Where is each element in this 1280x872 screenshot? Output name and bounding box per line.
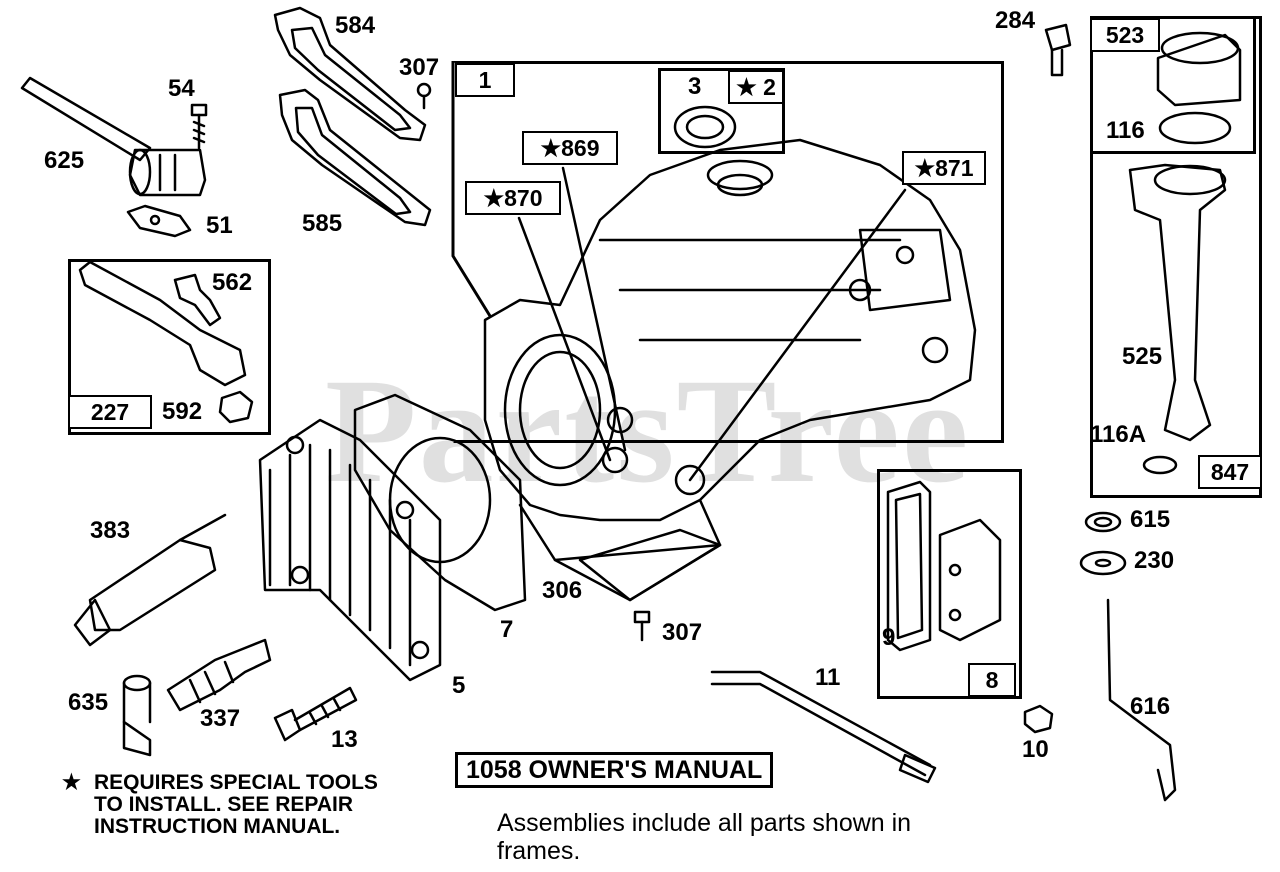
- callout-306: 306: [542, 577, 583, 604]
- frame-1: [453, 61, 1004, 443]
- plug-cover-383: [73, 513, 227, 647]
- nut-615: [1084, 511, 1122, 533]
- rod-11: [710, 670, 937, 784]
- assemblies-note-line-2: frames.: [497, 837, 581, 865]
- callout-307-top: 307: [399, 54, 440, 81]
- gasket-51: [126, 204, 192, 238]
- callout-562: 562: [212, 269, 253, 296]
- callout-584: 584: [335, 12, 376, 39]
- screw-307-top: [416, 82, 432, 110]
- callout-3: 3: [688, 73, 702, 100]
- note-line-1: REQUIRES SPECIAL TOOLS: [94, 771, 378, 794]
- note-line-3: INSTRUCTION MANUAL.: [94, 815, 341, 838]
- note-star: ★: [62, 771, 81, 794]
- link-616: [1106, 598, 1177, 802]
- callout-615: 615: [1130, 506, 1171, 533]
- callout-871: ★871: [902, 151, 986, 185]
- callout-284: 284: [995, 7, 1036, 34]
- gasket-585: [278, 88, 432, 227]
- plug-10: [1023, 704, 1054, 734]
- callout-11: 11: [815, 664, 841, 691]
- callout-5: 5: [452, 672, 466, 699]
- callout-592: 592: [162, 398, 203, 425]
- breather-9: [886, 480, 1002, 652]
- cylinder-block: [483, 138, 977, 602]
- callout-847: 847: [1198, 455, 1262, 489]
- callout-116a: 116A: [1090, 421, 1147, 448]
- callout-2: ★ 2: [728, 70, 784, 104]
- callout-307-bottom: 307: [662, 619, 703, 646]
- callout-383: 383: [90, 517, 131, 544]
- frame-2: [658, 68, 785, 154]
- callout-585: 585: [302, 210, 343, 237]
- fill-tube-525: [1128, 163, 1227, 442]
- oil-seal-3: [673, 105, 737, 149]
- screw-54: [190, 103, 208, 150]
- o-ring-116: [1158, 111, 1232, 145]
- frame-1-left-edge: [451, 61, 492, 317]
- dipstick-tube-625: [20, 76, 207, 197]
- screw-284: [1044, 23, 1072, 77]
- callout-635: 635: [68, 689, 109, 716]
- frame-227: [68, 259, 271, 435]
- head-gasket-7: [353, 393, 527, 612]
- callout-227: 227: [68, 395, 152, 429]
- spark-plug-337: [166, 638, 272, 712]
- callout-616: 616: [1130, 693, 1171, 720]
- owners-manual-label: 1058 OWNER'S MANUAL: [455, 752, 774, 788]
- callout-525: 525: [1122, 343, 1163, 370]
- callout-869: ★869: [522, 131, 618, 165]
- frame-523: [1090, 16, 1256, 154]
- callout-870: ★870: [465, 181, 561, 215]
- callout-337: 337: [200, 705, 241, 732]
- callout-51: 51: [206, 212, 233, 239]
- callout-116: 116: [1106, 117, 1145, 144]
- note-line-2: TO INSTALL. SEE REPAIR: [94, 793, 354, 816]
- callout-7: 7: [500, 616, 514, 643]
- frame-8: [877, 469, 1022, 699]
- boot-635: [122, 674, 152, 757]
- leader-lines: [517, 166, 907, 482]
- gasket-584: [273, 6, 427, 142]
- callout-9: 9: [882, 624, 896, 651]
- special-tools-note: ★ REQUIRES SPECIAL TOOLS TO INSTALL. SEE…: [62, 772, 378, 838]
- assemblies-note-line-1: Assemblies include all parts shown in: [497, 809, 912, 837]
- callout-230: 230: [1134, 547, 1175, 574]
- callout-523: 523: [1090, 18, 1160, 52]
- washer-230: [1079, 550, 1127, 576]
- screw-307-bottom: [633, 610, 651, 642]
- callout-10: 10: [1022, 736, 1049, 763]
- watermark: PartsTree: [325, 348, 971, 514]
- callout-13: 13: [331, 726, 358, 753]
- governor-lever: [78, 260, 254, 424]
- callout-8: 8: [968, 663, 1016, 697]
- o-ring-116a: [1142, 455, 1178, 475]
- callout-625: 625: [44, 147, 85, 174]
- oil-fill-cap-523: [1156, 31, 1242, 107]
- gasket-306: [578, 528, 722, 602]
- callout-1: 1: [455, 63, 515, 97]
- callout-54: 54: [168, 75, 195, 102]
- cylinder-head-5: [258, 418, 442, 682]
- bolt-13: [273, 686, 358, 742]
